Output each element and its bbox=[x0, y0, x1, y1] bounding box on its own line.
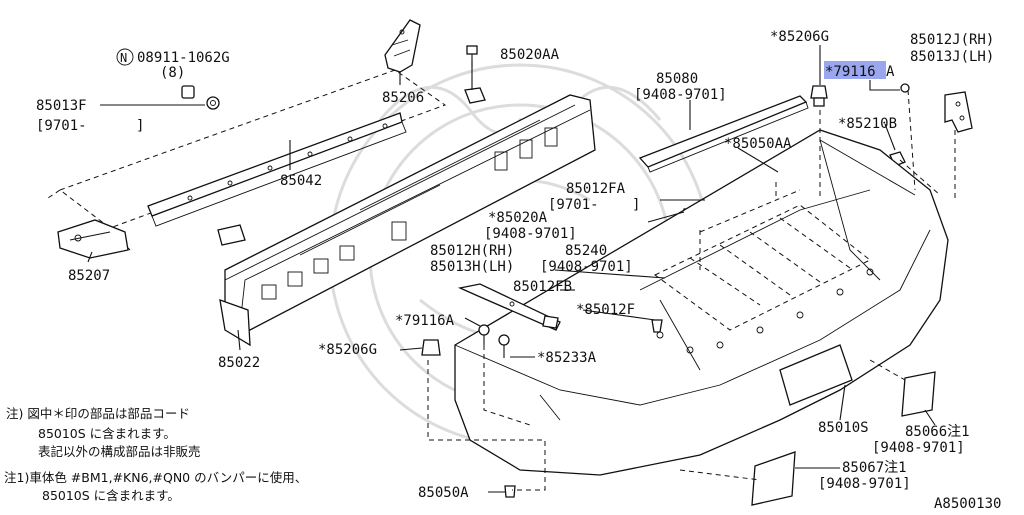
note-1-line-2: 85010S に含まれます。 bbox=[38, 426, 176, 441]
label-85020A-date: [9408-9701] bbox=[484, 226, 577, 242]
bracket-85206 bbox=[384, 19, 421, 73]
strip-85080 bbox=[638, 95, 809, 173]
bracket-85012J bbox=[944, 91, 973, 133]
label-85013H-LH: 85013H(LH) bbox=[430, 259, 514, 275]
label-08911-1062G: 08911-1062G bbox=[137, 50, 230, 66]
label-85010S: 85010S bbox=[818, 420, 869, 436]
label-85012FB: 85012FB bbox=[513, 279, 572, 295]
cover-85067 bbox=[751, 451, 796, 506]
bumper-armature-85022 bbox=[217, 60, 596, 347]
note-2-line-1: 注1)車体色 #BM1,#KN6,#QN0 のバンパーに使用、 bbox=[4, 470, 307, 485]
label-85013J-LH: 85013J(LH) bbox=[910, 49, 994, 65]
label-85020A: *85020A bbox=[488, 210, 548, 226]
figure-code: A8500130 bbox=[934, 496, 1001, 510]
label-85012H-RH: 85012H(RH) bbox=[430, 243, 514, 259]
label-qty-8: (8) bbox=[160, 65, 185, 81]
label-85206G-left: *85206G bbox=[318, 342, 377, 358]
label-85050A: 85050A bbox=[418, 485, 469, 501]
callout-labels: N 08911-1062G (8) 85013F [9701- ] 85206 … bbox=[36, 29, 1001, 512]
note-2-line-2: 85010S に含まれます。 bbox=[42, 488, 180, 503]
bolt-icon bbox=[466, 45, 478, 68]
label-85206: 85206 bbox=[382, 90, 424, 106]
label-85240: 85240 bbox=[565, 243, 607, 259]
cover-85066 bbox=[901, 371, 936, 417]
label-85067-date: [9408-9701] bbox=[818, 476, 911, 492]
bumper-fascia-85010S bbox=[454, 129, 949, 476]
label-85233A: *85233A bbox=[537, 350, 597, 366]
clip-icon bbox=[504, 485, 516, 498]
label-79116-highlighted[interactable]: *79116 bbox=[825, 64, 876, 80]
label-85022: 85022 bbox=[218, 355, 260, 371]
screw-icon bbox=[900, 83, 910, 93]
label-85240-date: [9408-9701] bbox=[540, 259, 633, 275]
circled-n-letter: N bbox=[120, 51, 127, 65]
label-85080-date: [9408-9701] bbox=[634, 87, 727, 103]
label-85012J-RH: 85012J(RH) bbox=[910, 32, 994, 48]
label-79116-suffix: A bbox=[886, 64, 895, 80]
highlight-box bbox=[824, 61, 886, 79]
label-85066-date: [9408-9701] bbox=[872, 440, 965, 456]
footnotes: 注) 図中＊印の部品は部品コード 85010S に含まれます。 表記以外の構成部… bbox=[4, 406, 307, 503]
label-85012FA-date-close: ] bbox=[632, 197, 640, 213]
absorber-85240 bbox=[654, 189, 871, 331]
note-1-line-3: 表記以外の構成部品は非販売 bbox=[38, 444, 201, 459]
label-85050AA: *85050AA bbox=[724, 136, 792, 152]
label-85042: 85042 bbox=[280, 173, 322, 189]
note-1-line-1: 注) 図中＊印の部品は部品コード bbox=[6, 406, 190, 421]
label-85012F: *85012F bbox=[576, 302, 635, 318]
label-85206G-top: *85206G bbox=[770, 29, 829, 45]
label-85067: 85067注1 bbox=[842, 460, 907, 476]
nut-icon bbox=[181, 85, 220, 110]
fastener-icon bbox=[421, 319, 663, 358]
bracket-85012H bbox=[457, 283, 561, 331]
label-85080: 85080 bbox=[656, 71, 698, 87]
bracket-85207 bbox=[57, 219, 129, 259]
reinforcement-85042 bbox=[44, 69, 447, 251]
label-85207: 85207 bbox=[68, 268, 110, 284]
clip-icon bbox=[810, 85, 828, 107]
label-85013F: 85013F bbox=[36, 98, 87, 114]
label-85210B: *85210B bbox=[838, 116, 897, 132]
label-85020AA: 85020AA bbox=[500, 47, 560, 63]
label-85066: 85066注1 bbox=[905, 424, 970, 440]
leader-lines bbox=[87, 45, 936, 493]
label-85013F-date: [9701- bbox=[36, 118, 87, 134]
label-85012FA-date: [9701- bbox=[548, 197, 599, 213]
label-85012FA: 85012FA bbox=[566, 181, 626, 197]
circled-n-icon bbox=[116, 48, 134, 66]
projection-lines bbox=[427, 89, 956, 491]
label-79116A: *79116A bbox=[395, 313, 455, 329]
label-85013F-date-close: ] bbox=[136, 118, 144, 134]
